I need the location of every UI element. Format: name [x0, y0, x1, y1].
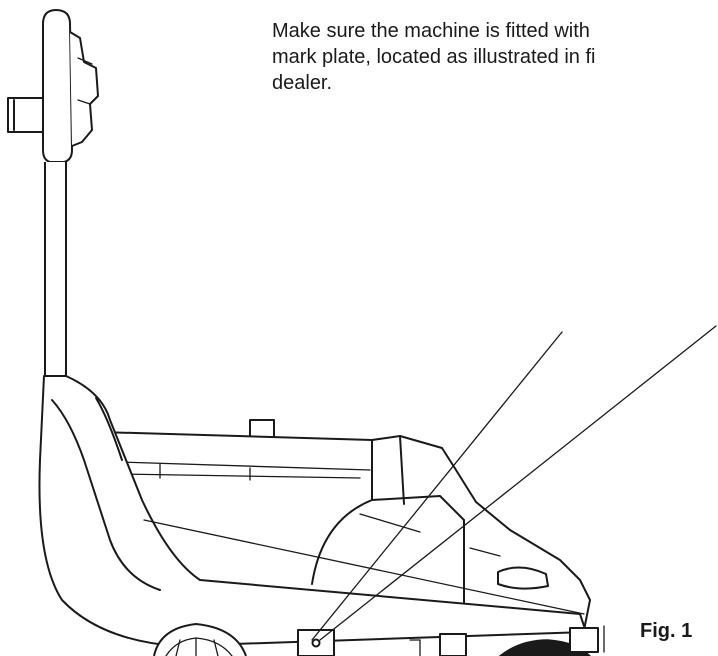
wheels: [153, 623, 605, 656]
instruction-line-2: mark plate, located as illustrated in fi: [272, 46, 596, 68]
instruction-line-1: Make sure the machine is fitted with: [272, 20, 590, 42]
machine-body: [38, 375, 591, 656]
steering-handle: [7, 9, 99, 377]
instruction-text: Make sure the machine is fitted with mar…: [272, 18, 712, 118]
leader-lines: [311, 325, 717, 641]
instruction-line-3: dealer.: [272, 72, 333, 94]
figure-label: Fig. 1: [640, 620, 693, 642]
